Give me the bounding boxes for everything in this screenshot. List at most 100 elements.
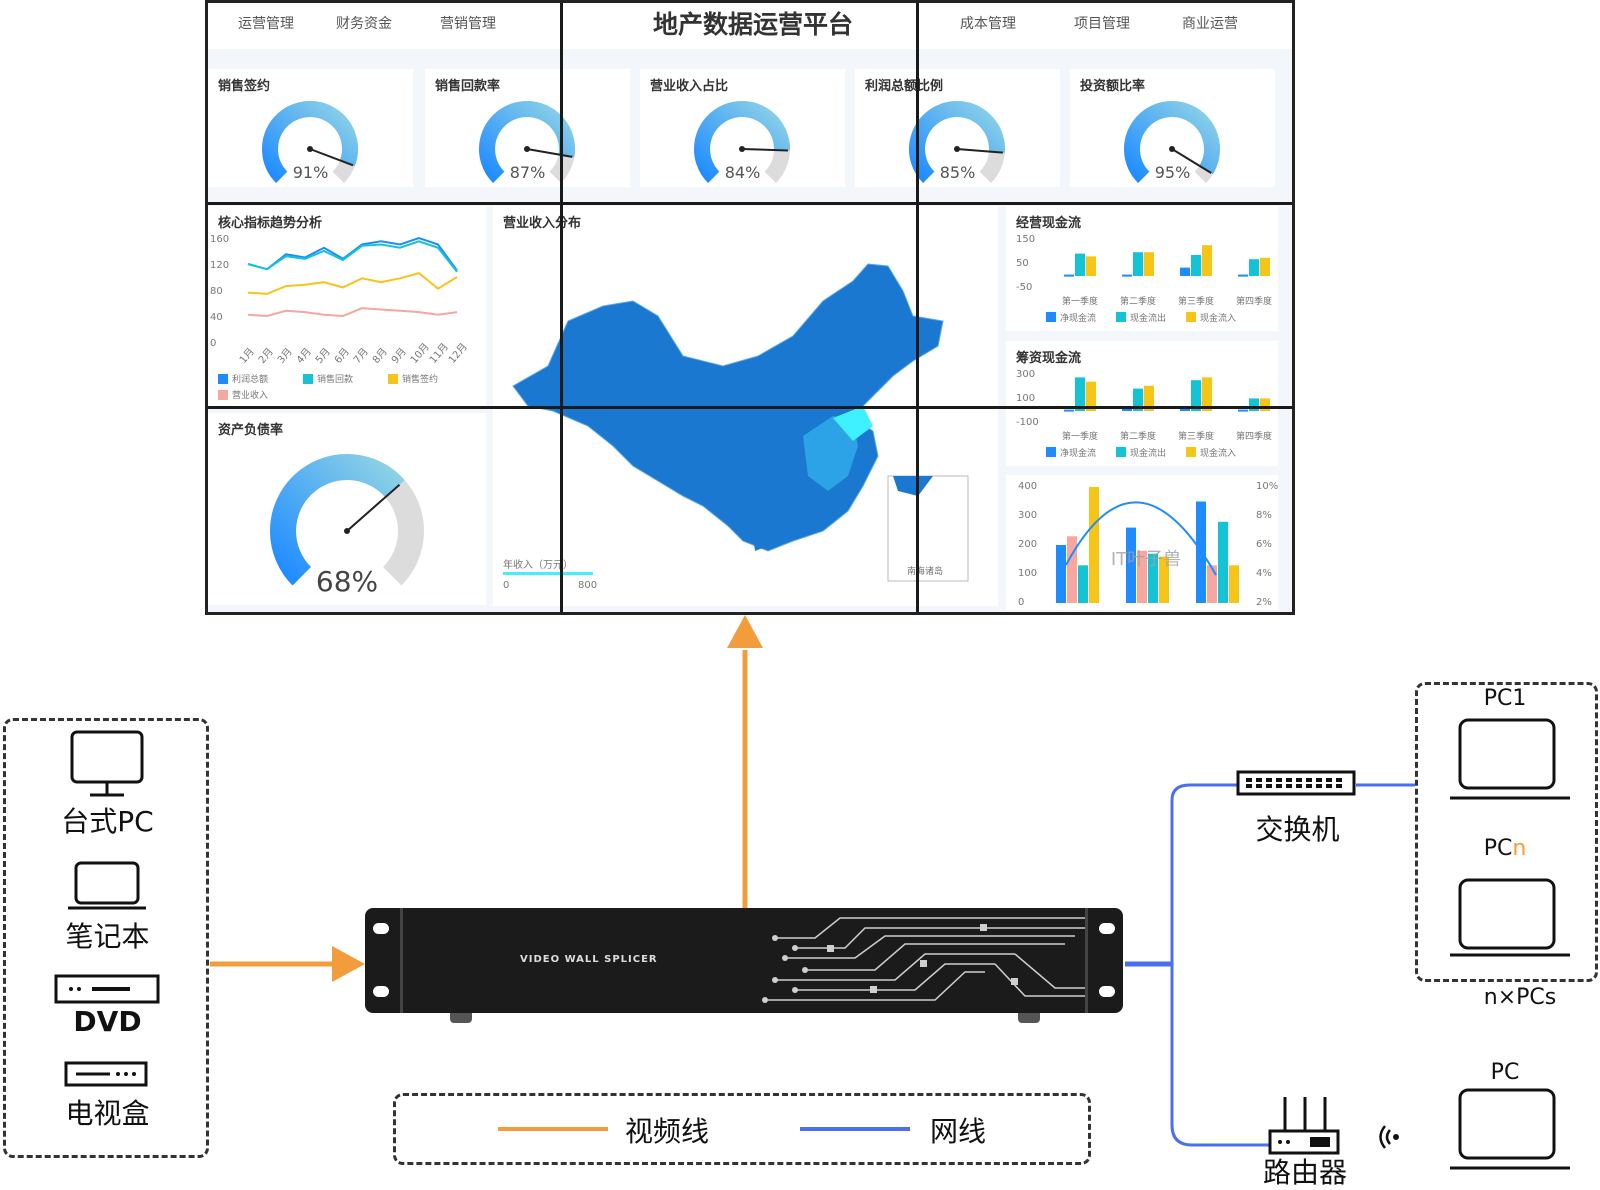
bar	[1122, 408, 1132, 411]
trend-legend-swatch	[218, 390, 228, 400]
combo-bar	[1126, 527, 1136, 603]
bar	[1144, 252, 1154, 276]
bar-legend-swatch	[1186, 312, 1196, 322]
trend-legend-swatch	[218, 374, 228, 384]
gauge-title: 营业收入占比	[650, 79, 729, 94]
bar-x-tick: 第三季度	[1178, 430, 1214, 442]
combo-y-tick: 400	[1018, 481, 1037, 492]
bar-x-tick: 第四季度	[1236, 295, 1272, 307]
bar-y-tick: -100	[1016, 417, 1039, 428]
gauge-value: 84%	[724, 163, 761, 182]
legend-net-swatch	[800, 1127, 910, 1131]
combo-y-tick: 300	[1018, 510, 1037, 521]
bar	[1249, 259, 1259, 276]
bar-y-tick: 50	[1016, 258, 1029, 269]
dvd-icon	[54, 974, 160, 1004]
bar	[1075, 253, 1085, 276]
bezel-line	[208, 202, 1292, 205]
trend-series-line	[247, 236, 458, 272]
bar	[1064, 274, 1074, 277]
bar-legend-label: 净现金流	[1060, 312, 1096, 324]
bar	[1180, 267, 1190, 276]
mount-hole	[1099, 986, 1115, 997]
trend-y-tick: 160	[210, 234, 229, 245]
nav-item: 运营管理	[238, 16, 294, 32]
gauge-fill	[694, 101, 790, 183]
bar-x-tick: 第三季度	[1178, 295, 1214, 307]
wifi-signal-icon	[1379, 1125, 1399, 1149]
pc-label: PC	[1490, 1060, 1520, 1085]
financing-title: 筹资现金流	[1016, 351, 1082, 366]
debt-card: 资产负债率 68%	[208, 413, 486, 605]
arrow-right-icon	[332, 946, 365, 982]
bar	[1249, 398, 1259, 411]
bar-legend-label: 净现金流	[1060, 447, 1096, 459]
laptop-icon	[68, 861, 146, 910]
map-legend-bar	[503, 572, 593, 575]
combo-y2-tick: 8%	[1256, 510, 1272, 521]
trend-y-tick: 120	[210, 260, 229, 271]
bar-y-tick: 100	[1016, 393, 1035, 404]
mount-hole	[373, 923, 389, 934]
bar	[1202, 245, 1212, 276]
bar-legend-swatch	[1116, 312, 1126, 322]
gauge-hub	[954, 146, 960, 152]
trend-legend-swatch	[388, 374, 398, 384]
bar-y-tick: 300	[1016, 369, 1035, 380]
source-label-desktop: 台式PC	[61, 805, 154, 838]
bar	[1086, 381, 1096, 411]
wall-navbar: 运营管理 财务资金 营销管理 地产数据运营平台 成本管理 项目管理 商业运营	[208, 3, 1292, 49]
line-legend	[393, 1093, 1091, 1165]
combo-line	[1065, 501, 1217, 576]
bar-x-tick: 第二季度	[1120, 295, 1156, 307]
gauge-dial	[479, 101, 575, 183]
gauge-needle	[956, 148, 1003, 154]
bar-legend-label: 现金流出	[1130, 447, 1166, 459]
map-legend-min: 0	[503, 580, 509, 591]
gauge-title: 销售签约	[218, 79, 271, 94]
map-legend-max: 800	[578, 580, 597, 591]
combo-y-tick: 100	[1018, 568, 1037, 579]
switch-label: 交换机	[1255, 813, 1340, 846]
splicer-foot	[1018, 1013, 1040, 1023]
source-label-tvbox: 电视盒	[65, 1097, 150, 1130]
legend-video-swatch	[498, 1127, 608, 1131]
map-east-region	[803, 416, 858, 491]
pcn-label: PCn	[1455, 836, 1555, 861]
bar	[1133, 388, 1143, 411]
bezel-line	[560, 3, 563, 612]
nav-item: 项目管理	[1074, 16, 1130, 32]
pcn-prefix: PC	[1483, 836, 1513, 861]
pcn-suffix: n	[1512, 836, 1527, 861]
combo-bar	[1148, 553, 1158, 603]
bezel-line	[916, 3, 919, 612]
circuit-pattern	[762, 917, 1085, 1003]
gauge-hub	[307, 146, 313, 152]
trend-legend-label: 营业收入	[232, 389, 268, 401]
bar	[1086, 256, 1096, 276]
cashflow-chart: 15050-50第一季度第二季度第三季度第四季度净现金流现金流出现金流入	[1016, 234, 1272, 324]
gauge-fill	[262, 101, 358, 183]
bar-legend-swatch	[1116, 447, 1126, 457]
net-line-switch	[1170, 783, 1238, 801]
video-wall: 运营管理 财务资金 营销管理 地产数据运营平台 成本管理 项目管理 商业运营 销…	[205, 0, 1295, 615]
pc1-label: PC1	[1483, 686, 1527, 711]
gauge-hub	[344, 528, 350, 534]
bar-legend-label: 现金流出	[1130, 312, 1166, 324]
switch-icon	[1236, 770, 1356, 796]
pc1-laptop-icon	[1450, 718, 1570, 800]
bar	[1191, 380, 1201, 411]
router-icon	[1268, 1097, 1340, 1155]
combo-bar	[1089, 487, 1099, 603]
source-icons	[54, 730, 160, 1087]
combo-y-tick: 0	[1018, 597, 1024, 608]
trend-series-line	[247, 307, 458, 318]
gauge-needle	[1171, 148, 1212, 174]
mount-hole	[1099, 923, 1115, 934]
map-island	[753, 531, 768, 551]
nav-item: 成本管理	[960, 16, 1016, 32]
watermark: IT叶子兽	[1111, 549, 1181, 570]
gauge-value: 95%	[1154, 163, 1191, 182]
